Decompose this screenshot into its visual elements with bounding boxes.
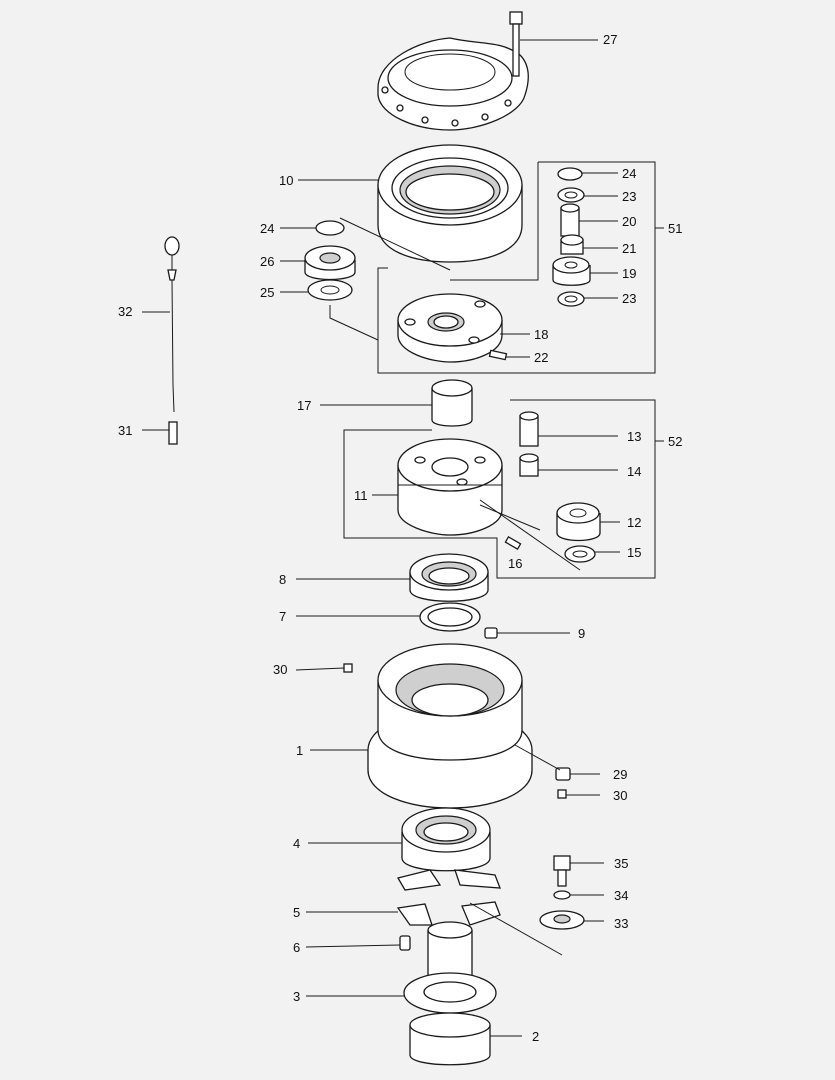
housing-1-part [367,643,533,809]
callout-35: 35 [614,856,628,871]
callout-16: 16 [508,556,522,571]
callout-26: 26 [260,254,274,269]
callout-22: 22 [534,350,548,365]
bush-14-part [519,453,539,477]
tube-31-part [168,421,178,445]
bearing-8-part [409,553,489,602]
callout-31: 31 [118,423,132,438]
washer-15-part [564,545,596,563]
ring-gear-part [377,144,523,263]
callout-11: 11 [354,488,368,503]
callout-14: 14 [627,464,641,479]
plug-9-part [484,627,498,639]
plug-30-top [343,663,353,673]
callout-labels: 27 10 24 23 20 51 24 21 26 19 25 23 32 1… [118,32,682,1044]
plate-5-part [396,869,501,926]
assembly-frame-52 [343,399,656,579]
callout-29: 29 [613,767,627,782]
callout-7: 7 [279,609,286,624]
bolt-35-part [553,855,571,887]
bearing-21-part [560,234,584,255]
washer-23-top [557,187,585,203]
callout-12: 12 [627,515,641,530]
callout-30-top: 30 [273,662,287,677]
pin-16-part [504,536,522,550]
callout-34: 34 [614,888,628,903]
callout-20: 20 [622,214,636,229]
callout-10: 10 [279,173,293,188]
callout-4: 4 [293,836,300,851]
leader-lines [142,39,664,1037]
pin-13-part [519,411,539,447]
washer-33-part [539,910,585,930]
callout-17: 17 [297,398,311,413]
snap-ring-24-right [557,167,583,181]
callout-13: 13 [627,429,641,444]
bearing-4-part [401,807,491,872]
plug-30-bottom [557,789,567,799]
breather-29-part [555,767,571,781]
dipstick-32-part [164,236,180,413]
sun-gear-17-part [431,379,473,427]
pin-22-part [488,349,508,361]
callout-27: 27 [603,32,617,47]
pinion-gear-2-part [409,1012,491,1066]
carrier-11-part [397,438,503,536]
callout-8: 8 [279,572,286,587]
bolt-27-part [509,11,523,77]
callout-33: 33 [614,916,628,931]
pinion-shaft-part [403,921,497,1014]
carrier-18-part [397,293,503,363]
callout-9: 9 [578,626,585,641]
planet-gear-19-part [552,256,591,286]
callout-18: 18 [534,327,548,342]
callout-24-right: 24 [622,166,636,181]
callout-6: 6 [293,940,300,955]
washer-23-bottom [557,291,585,307]
snap-ring-24-left [315,220,345,236]
callout-19: 19 [622,266,636,281]
callout-24-left: 24 [260,221,274,236]
callout-51: 51 [668,221,682,236]
washer-34-part [553,890,571,900]
top-cover-part [377,37,529,131]
callout-52: 52 [668,434,682,449]
callout-5: 5 [293,905,300,920]
planet-gear-12-part [556,502,601,542]
seal-7-part [419,602,481,632]
washer-25-part [307,279,353,301]
callout-2: 2 [532,1029,539,1044]
bolt-6-part [399,935,411,951]
callout-25: 25 [260,285,274,300]
callout-32: 32 [118,304,132,319]
pin-20-part [560,203,580,237]
callout-3: 3 [293,989,300,1004]
callout-30-bottom: 30 [613,788,627,803]
planet-gear-26-part [304,245,356,281]
callout-23-bottom: 23 [622,291,636,306]
assembly-frame-51 [377,161,656,374]
callout-21: 21 [622,241,636,256]
callout-15: 15 [627,545,641,560]
callout-23-top: 23 [622,189,636,204]
callout-1: 1 [296,743,303,758]
